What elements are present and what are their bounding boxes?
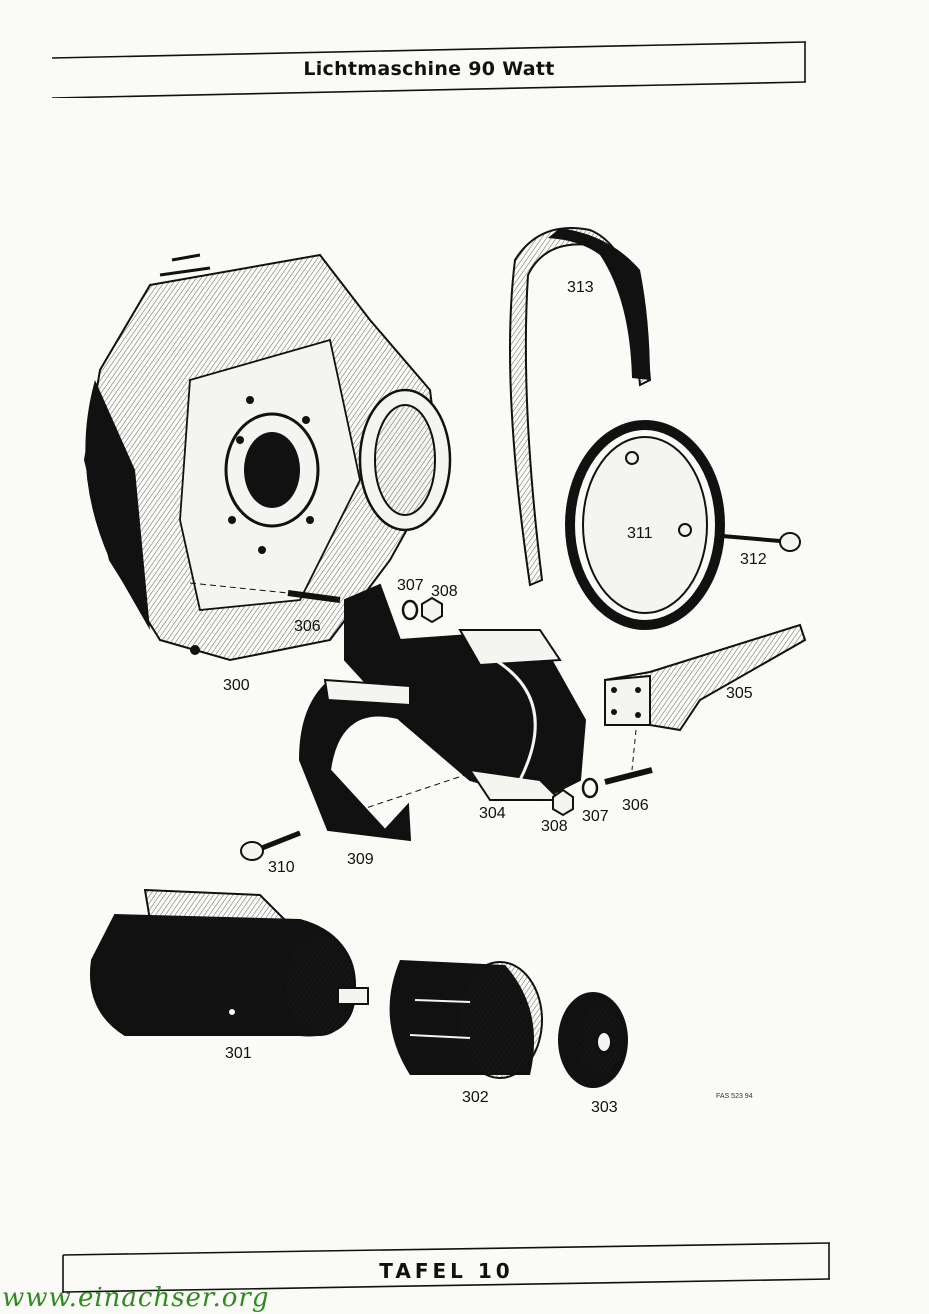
part-307-washer-upper [401,599,419,621]
header-frame: Lichtmaschine 90 Watt [52,40,806,98]
part-305-tension-arm [604,623,807,771]
part-307-washer-lower [581,777,599,799]
label-306-lower: 306 [622,797,649,814]
label-311: 311 [627,525,653,542]
label-305: 305 [726,685,753,702]
label-310: 310 [268,859,295,876]
footer-frame: TAFEL 10 [62,1241,831,1293]
part-300-housing [83,253,452,662]
label-303: 303 [591,1099,618,1116]
part-308-nut-upper [421,596,443,624]
part-313-v-belt [509,227,652,587]
label-308-upper: 308 [431,583,458,600]
label-301: 301 [225,1045,252,1062]
plate-title: TAFEL 10 [379,1259,514,1283]
label-307-lower: 307 [582,808,609,825]
part-306-stud-lower [604,767,653,785]
part-311-cover-ring [565,420,725,630]
label-307-upper: 307 [397,577,424,594]
page-title: Lichtmaschine 90 Watt [303,58,555,80]
label-304: 304 [479,805,506,822]
footer-border [62,1242,831,1293]
exploded-parts-drawing: 300 301 302 303 304 305 306 306 307 307 … [83,227,807,1116]
watermark: www.einachser.org [2,1283,270,1313]
part-301-generator [90,888,369,1037]
part-312-screw [721,532,801,552]
part-304-bracket [344,583,587,802]
part-310-bolt [240,830,301,861]
part-302-pole-sleeve [389,960,543,1079]
label-306-upper: 306 [294,618,321,635]
label-313: 313 [567,279,594,296]
label-309: 309 [347,851,374,868]
label-312: 312 [740,551,767,568]
label-300: 300 [223,677,250,694]
label-308-lower: 308 [541,818,568,835]
header-border [52,41,806,98]
part-303-pulley [558,992,628,1088]
part-308-nut-lower [552,788,574,817]
part-309-clamp [298,678,466,842]
part-306-stud-upper [189,582,341,603]
drawing-code: FAS 523 94 [716,1093,753,1100]
label-302: 302 [462,1089,489,1106]
